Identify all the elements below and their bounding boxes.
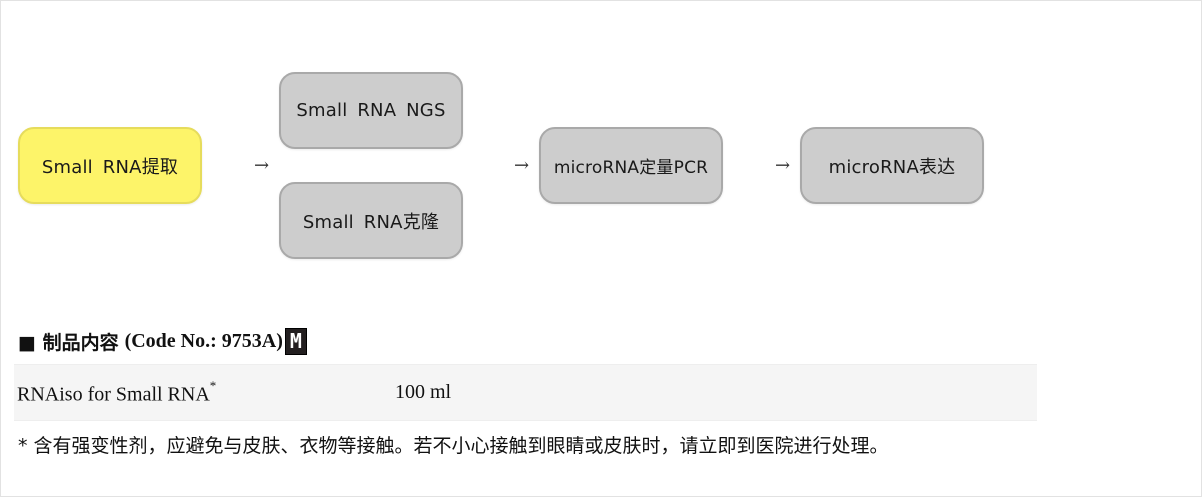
arrow-3: → [775, 155, 791, 176]
arrow-1: → [254, 155, 270, 176]
product-contents-heading: ■ 制品内容 (Code No.: 9753A) M [18, 326, 307, 356]
content-name-text: RNAiso for Small RNA [17, 383, 210, 406]
safety-note: * 含有强变性剂，应避免与皮肤、衣物等接触。若不小心接触到眼睛或皮肤时，请立即到… [18, 435, 889, 457]
m-mark-icon: M [284, 327, 307, 355]
step-small-rna-cloning: Small RNA克隆 [279, 182, 463, 259]
content-name: RNAiso for Small RNA* [17, 378, 217, 407]
product-code: (Code No.: 9753A) [124, 329, 283, 352]
step-microrna-qpcr: microRNA定量PCR [539, 127, 723, 204]
content-footnote-mark: * [209, 378, 217, 393]
step-microrna-expression: microRNA表达 [800, 127, 984, 204]
step-small-rna-extraction: Small RNA提取 [18, 127, 202, 204]
contents-table: RNAiso for Small RNA* 100 ml [14, 364, 1037, 421]
arrow-2: → [514, 155, 530, 176]
heading-prefix: ■ 制品内容 [18, 331, 119, 354]
content-amount: 100 ml [395, 381, 452, 403]
step-small-rna-ngs: Small RNA NGS [279, 72, 463, 149]
